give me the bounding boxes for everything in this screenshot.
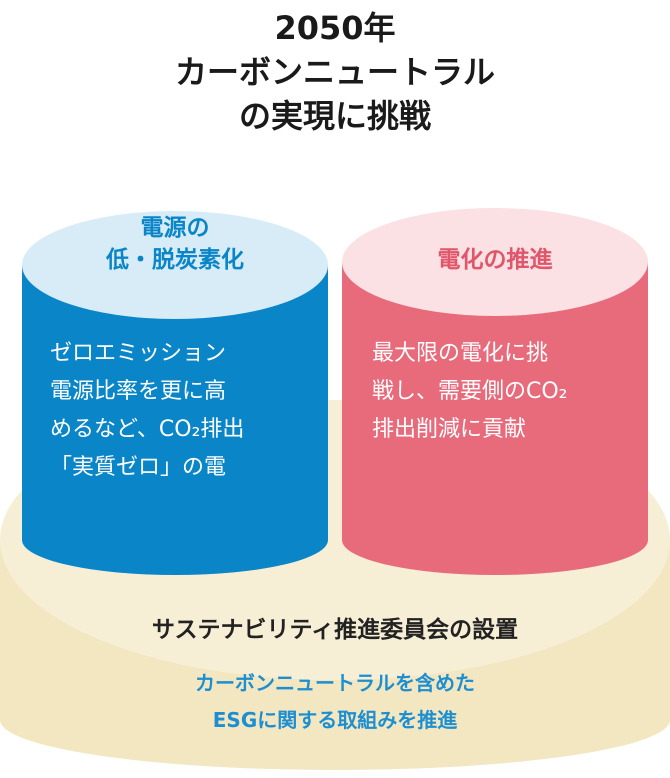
left-pillar-heading-line-1: 電源の [140, 215, 210, 241]
right-pillar-top [342, 208, 648, 316]
right-pillar-body [342, 262, 648, 575]
title-line-2: カーボンニュートラル [174, 53, 495, 91]
title-line-1: 2050年 [274, 9, 396, 47]
left-pillar-top [22, 211, 328, 319]
left-pillar-body-line: 電源比率を更に高 [50, 379, 227, 404]
right-pillar-body-line: 最大限の電化に挑 [372, 341, 549, 366]
left-pillar-body-line: めるなど、CO₂排出 [50, 417, 245, 442]
diagram-title: 2050年 カーボンニュートラル の実現に挑戦 [0, 6, 670, 138]
right-pillar-body-line: 戦し、需要側のCO₂ [372, 379, 568, 404]
left-pillar-heading-line-2: 低・脱炭素化 [106, 247, 244, 273]
base-subtitle: カーボンニュートラルを含めた ESGに関する取組みを推進 [0, 665, 670, 739]
left-pillar-body-line: ゼロエミッション [50, 341, 227, 366]
right-pillar-body-line: 排出削減に貢献 [372, 417, 527, 442]
base-subtitle-line-1: カーボンニュートラルを含めた [195, 671, 475, 695]
base-subtitle-line-2: ESGに関する取組みを推進 [212, 708, 458, 732]
right-pillar-heading: 電化の推進 [342, 244, 648, 276]
left-pillar-heading: 電源の 低・脱炭素化 [22, 212, 328, 276]
left-pillar-body-text: ゼロエミッション 電源比率を更に高 めるなど、CO₂排出 「実質ゼロ」の電 [50, 335, 244, 487]
left-pillar-body [22, 265, 328, 575]
base-title: サステナビリティ推進委員会の設置 [151, 617, 519, 643]
right-pillar-heading-line: 電化の推進 [437, 247, 553, 273]
right-pillar-body-text: 最大限の電化に挑 戦し、需要側のCO₂ 排出削減に貢献 [372, 335, 568, 449]
title-line-3: の実現に挑戦 [238, 97, 431, 135]
left-pillar-body-line: 「実質ゼロ」の電 [50, 455, 227, 480]
